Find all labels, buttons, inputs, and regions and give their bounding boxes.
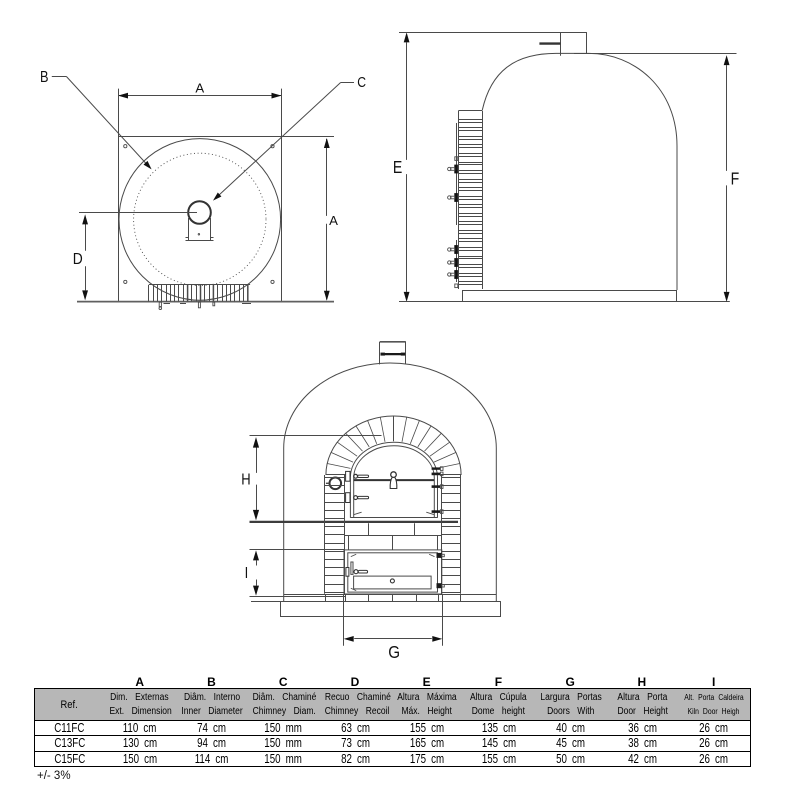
svg-text:A: A: [195, 80, 204, 95]
svg-text:H: H: [241, 471, 250, 488]
svg-text:C: C: [357, 75, 366, 91]
svg-text:E: E: [393, 157, 402, 177]
svg-text:I: I: [245, 565, 249, 582]
svg-text:F: F: [731, 169, 740, 189]
svg-text:D: D: [73, 251, 83, 268]
svg-text:G: G: [388, 642, 400, 662]
svg-text:B: B: [40, 69, 49, 86]
svg-text:A: A: [329, 213, 338, 228]
